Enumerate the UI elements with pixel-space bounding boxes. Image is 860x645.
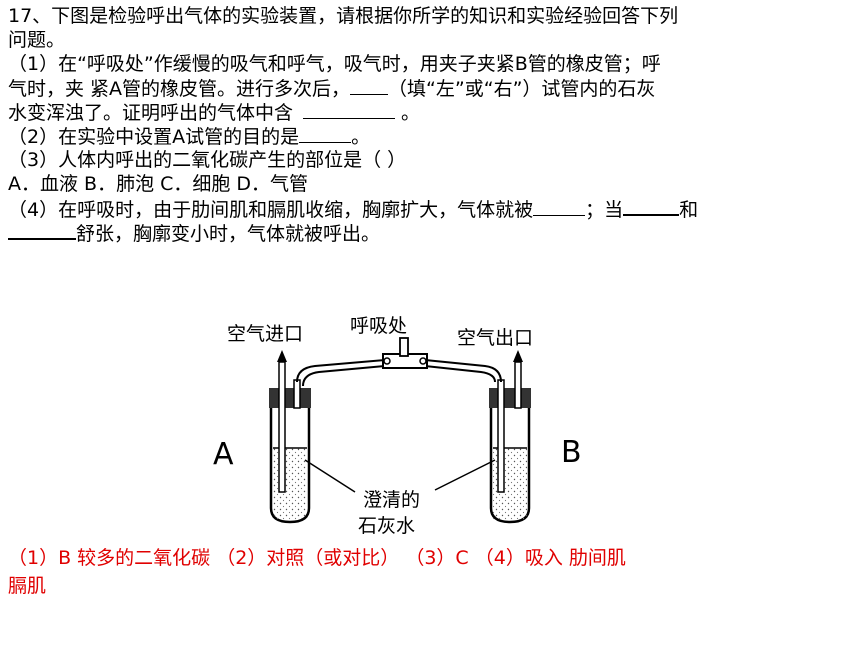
mouthpiece [382, 337, 428, 369]
part4-text: （4）在呼吸时，由于肋间肌和膈肌收缩，胸廓扩大，气体就被 [8, 199, 534, 221]
options-line: A．血液 B．肺泡 C．细胞 D．气管 [8, 173, 309, 195]
part1-line2: 气时，夹 紧A管的橡皮管。进行多次后， （填“左”或“右”）试管内的石灰 [8, 76, 655, 101]
air-inlet-label: 空气进口 [227, 323, 303, 345]
tube-a-label: A [213, 437, 234, 472]
answer-blank [303, 100, 396, 119]
part4-mid: ；当 [585, 199, 624, 221]
part1-line2-text: 气时，夹 紧A管的橡皮管。进行多次后， [8, 78, 351, 100]
answer-blank [350, 76, 389, 95]
part1-line1: （1）在“呼吸处”作缓慢的吸气和呼气，吸气时，用夹子夹紧B管的橡皮管；呼 [8, 53, 661, 75]
part2-text: （2）在实验中设置A试管的目的是 [8, 126, 300, 148]
part1-line3-text: 水变浑浊了。证明呼出的气体中含 [8, 102, 294, 124]
test-tube-b [489, 350, 531, 524]
part4-end: 和 [679, 199, 699, 221]
question-header-line: 17、下图是检验呼出气体的实验装置，请根据你所学的知识和实验经验回答下列 [8, 5, 679, 27]
experiment-diagram: 空气进口 呼吸处 空气出口 A B 澄清的 石灰水 [213, 315, 582, 537]
pointer-line-b [434, 459, 496, 491]
part4-line2-text: 舒张，胸廓变小时，气体就被呼出。 [76, 223, 381, 245]
pointer-line-a [304, 459, 356, 493]
part1-line3-end: 。 [401, 102, 421, 124]
answer-blank [299, 124, 352, 143]
tube-b-label: B [561, 435, 582, 470]
limewater-label-1: 澄清的 [363, 489, 420, 511]
answer-line1: （1）B 较多的二氧化碳 （2）对照（或对比） （3）C （4）吸入 肋间肌 [8, 547, 626, 569]
part4-line1: （4）在呼吸时，由于肋间肌和膈肌收缩，胸廓扩大，气体就被 ；当 和 [8, 196, 698, 222]
answer-blank [8, 220, 76, 240]
test-tube-a [269, 350, 311, 524]
answer-blank [623, 196, 680, 216]
connecting-tube [296, 359, 502, 387]
part1-line3: 水变浑浊了。证明呼出的气体中含 。 [8, 100, 420, 125]
part1-line2-after: （填“左”或“右”）试管内的石灰 [388, 78, 656, 100]
air-outlet-label: 空气出口 [457, 327, 533, 349]
answer-line2: 膈肌 [8, 575, 47, 597]
limewater-label-2: 石灰水 [358, 515, 415, 537]
part2-end: 。 [351, 126, 371, 148]
breath-label: 呼吸处 [350, 315, 407, 337]
answer-blank [533, 197, 586, 216]
part4-line2: 舒张，胸廓变小时，气体就被呼出。 [8, 220, 380, 246]
question-header-line2: 问题。 [8, 29, 66, 51]
part2-line: （2）在实验中设置A试管的目的是 。 [8, 124, 370, 149]
part3-line: （3）人体内呼出的二氧化碳产生的部位是（ ） [8, 149, 407, 171]
